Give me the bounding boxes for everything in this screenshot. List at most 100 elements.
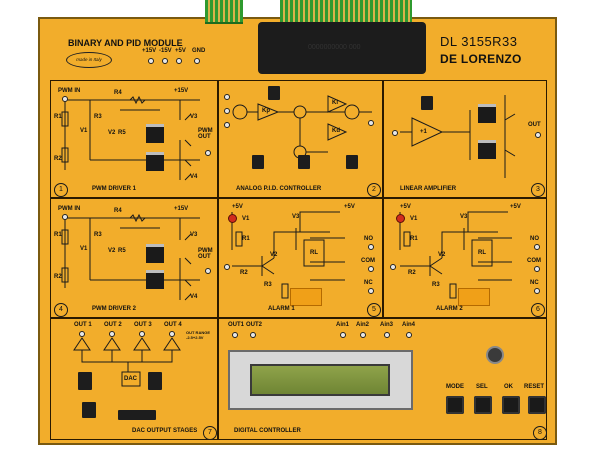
alarm2-led (396, 214, 405, 223)
pwm1-r2-label: R2 (54, 156, 62, 162)
panel-alarm-1 (218, 198, 383, 318)
dig-ain1-label: Ain1 (336, 322, 350, 328)
panel-title-pid: ANALOG P.I.D. CONTROLLER (236, 186, 322, 192)
pwm1-transistor-top (146, 124, 164, 143)
dig-ain2-terminal[interactable] (360, 332, 366, 338)
alarm2-r2-label: R2 (408, 270, 416, 276)
alarm1-no-label: NO (364, 236, 373, 242)
pwm1-out-label: PWM OUT (198, 128, 213, 140)
dig-out1-terminal[interactable] (232, 332, 238, 338)
dac-out4-terminal[interactable] (169, 331, 175, 337)
linamp-out-label: OUT (528, 122, 541, 128)
alarm1-r3-label: R3 (264, 282, 272, 288)
pid-ki-label: Ki (332, 100, 338, 106)
dac-out2-terminal[interactable] (109, 331, 115, 337)
power-terminal-p15[interactable] (148, 58, 154, 64)
pwm1-v1-label: V1 (80, 128, 88, 134)
pwm2-15v-label: +15V (174, 206, 189, 212)
alarm1-nc-label: NC (364, 280, 373, 286)
pid-output[interactable] (368, 120, 374, 126)
power-terminal-p5[interactable] (176, 58, 182, 64)
panel-pwm-driver-2 (50, 198, 218, 318)
dig-ain4-label: Ain4 (402, 322, 416, 328)
pwm2-v1-label: V1 (80, 246, 88, 252)
panel-linear-amplifier (383, 80, 547, 198)
pid-opamp-3 (296, 155, 312, 169)
alarm2-com-terminal[interactable] (534, 266, 540, 272)
pwm2-in-terminal[interactable] (62, 214, 68, 220)
alarm1-in-terminal[interactable] (224, 264, 230, 270)
linamp-gain-label: +1 (420, 129, 427, 135)
dac-out1-terminal[interactable] (79, 331, 85, 337)
dig-out2-label: OUT2 (246, 322, 263, 328)
pwm1-out-terminal[interactable] (205, 150, 211, 156)
panel-number-3: 3 (531, 183, 545, 197)
reset-button[interactable] (528, 396, 546, 414)
linamp-in-terminal[interactable] (392, 130, 398, 136)
alarm2-v3-label: V3 (460, 214, 468, 220)
dac-out1-label: OUT 1 (74, 322, 92, 328)
potentiometer-knob[interactable] (486, 346, 504, 364)
power-label-p5: +5V (175, 48, 186, 54)
pwm1-in-terminal[interactable] (62, 96, 68, 102)
linamp-opamp (419, 96, 435, 110)
pid-kd-label: Kd (332, 128, 340, 134)
alarm1-r1-label: R1 (242, 236, 250, 242)
dac-range-label: OUT RANGE -2.5+2.5V (186, 330, 210, 340)
ok-button[interactable] (502, 396, 520, 414)
model-code: DL 3155R33 (440, 34, 518, 49)
alarm1-nc-terminal[interactable] (368, 288, 374, 294)
dig-ain4-terminal[interactable] (406, 332, 412, 338)
dac-chip-4 (116, 410, 158, 420)
pwm2-out-terminal[interactable] (205, 268, 211, 274)
dig-ain2-label: Ain2 (356, 322, 370, 328)
alarm1-no-terminal[interactable] (368, 244, 374, 250)
board-title: BINARY AND PID MODULE (68, 38, 183, 48)
linamp-transistor-bottom (478, 140, 496, 159)
dac-out3-terminal[interactable] (139, 331, 145, 337)
panel-digital-controller (218, 318, 547, 440)
reset-button-label: RESET (524, 384, 545, 390)
dac-label: DAC (124, 376, 137, 382)
alarm1-5v-right-label: +5V (344, 204, 355, 210)
pid-opamp-4 (344, 155, 360, 169)
alarm2-no-label: NO (530, 236, 539, 242)
dac-chip-1 (76, 372, 94, 390)
pwm1-r1-label: R1 (54, 114, 62, 120)
pid-input-2[interactable] (224, 108, 230, 114)
sel-button[interactable] (474, 396, 492, 414)
panel-title-pwm-driver-1: PWM DRIVER 1 (92, 186, 137, 192)
alarm2-nc-terminal[interactable] (534, 288, 540, 294)
pwm2-v4-label: V4 (190, 294, 198, 300)
dig-ain1-terminal[interactable] (340, 332, 346, 338)
alarm2-relay (458, 288, 490, 306)
panel-alarm-2 (383, 198, 547, 318)
alarm2-no-terminal[interactable] (534, 244, 540, 250)
pwm2-v2-label: V2 (108, 248, 116, 254)
alarm1-led (228, 214, 237, 223)
alarm2-in-terminal[interactable] (390, 264, 396, 270)
power-label-gnd: GND (192, 48, 206, 54)
power-terminal-m15[interactable] (162, 58, 168, 64)
alarm1-com-terminal[interactable] (368, 266, 374, 272)
dac-out2-label: OUT 2 (104, 322, 122, 328)
dig-ain3-terminal[interactable] (384, 332, 390, 338)
pwm2-r5-label: R5 (118, 248, 126, 254)
panel-pid-controller (218, 80, 383, 198)
mode-button[interactable] (446, 396, 464, 414)
pwm2-v3-label: V3 (190, 232, 198, 238)
pwm1-v3-label: V3 (190, 114, 198, 120)
pwm2-r2-label: R2 (54, 274, 62, 280)
alarm1-v1-label: V1 (242, 216, 250, 222)
ok-button-label: OK (504, 384, 513, 390)
dig-ain3-label: Ain3 (380, 322, 394, 328)
pid-input-3[interactable] (224, 122, 230, 128)
brand-logo: DE LORENZO (440, 52, 522, 66)
alarm2-com-label: COM (527, 258, 541, 264)
pid-input-1[interactable] (224, 94, 230, 100)
power-label-m15: -15V (159, 48, 172, 54)
linamp-out-terminal[interactable] (535, 132, 541, 138)
alarm2-v1-label: V1 (410, 216, 418, 222)
dig-out2-terminal[interactable] (250, 332, 256, 338)
power-terminal-gnd[interactable] (194, 58, 200, 64)
